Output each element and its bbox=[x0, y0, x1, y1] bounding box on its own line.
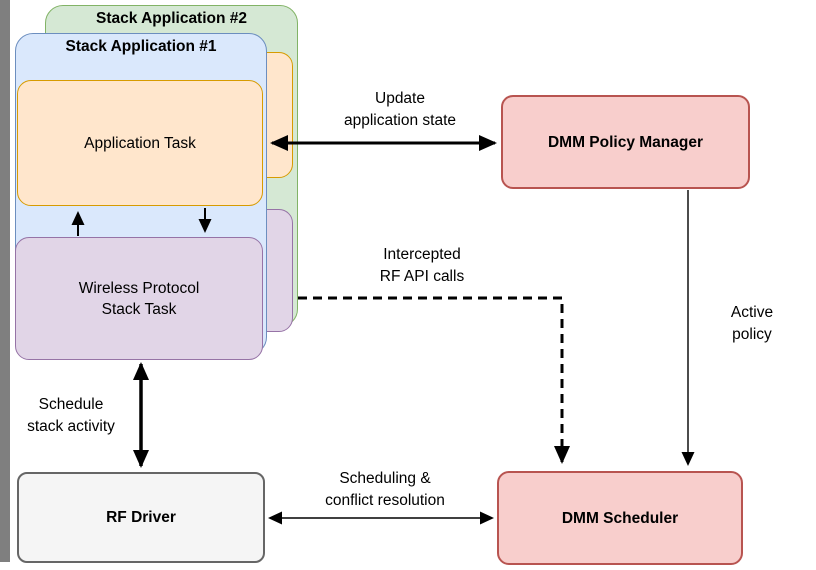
dmm-policy-manager-box: DMM Policy Manager bbox=[501, 95, 750, 189]
active-policy-label: Active policy bbox=[730, 304, 774, 343]
dmm-policy-manager-label: DMM Policy Manager bbox=[547, 133, 704, 151]
window-left-edge bbox=[0, 0, 10, 562]
rf-driver-box: RF Driver bbox=[17, 472, 265, 563]
wireless-protocol-stack-task-box: Wireless Protocol Stack Task bbox=[15, 237, 263, 360]
application-task-box: Application Task bbox=[17, 80, 263, 206]
stack-application-1-title: Stack Application #1 bbox=[65, 38, 217, 55]
wireless-protocol-stack-task-label: Wireless Protocol Stack Task bbox=[78, 279, 200, 318]
schedule-stack-activity-label: Schedule stack activity bbox=[27, 396, 115, 435]
intercepted-rf-api-calls-label: Intercepted RF API calls bbox=[379, 246, 465, 285]
intercepted-rf-api-calls-arrow bbox=[298, 296, 570, 464]
stack-application-2-title: Stack Application #2 bbox=[95, 10, 248, 27]
update-application-state-label: Update application state bbox=[343, 90, 457, 129]
scheduling-conflict-resolution-label: Scheduling & conflict resolution bbox=[325, 470, 445, 509]
dmm-scheduler-box: DMM Scheduler bbox=[497, 471, 743, 565]
application-task-label: Application Task bbox=[84, 134, 196, 152]
rf-driver-label: RF Driver bbox=[106, 509, 176, 526]
dmm-scheduler-label: DMM Scheduler bbox=[561, 509, 679, 527]
